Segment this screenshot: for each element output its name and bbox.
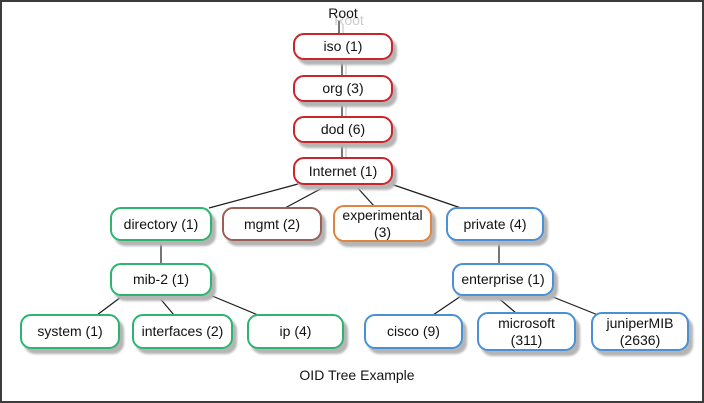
node-internet-label: Internet (1) <box>308 162 378 179</box>
node-microsoft: microsoft (311) <box>477 312 576 351</box>
node-experimental-label: experimental (3) <box>342 207 423 240</box>
node-interfaces-label: interfaces (2) <box>141 323 224 340</box>
node-dod-label: dod (6) <box>320 121 366 138</box>
root-label-shadow: Root <box>334 12 364 28</box>
node-junipermib: juniperMIB (2636) <box>591 312 689 351</box>
node-directory-label: directory (1) <box>123 215 199 232</box>
node-mgmt: mgmt (2) <box>222 207 322 241</box>
root-label: Root <box>328 5 358 21</box>
node-org: org (3) <box>293 75 393 102</box>
node-mib2: mib-2 (1) <box>110 263 212 296</box>
node-iso-label: iso (1) <box>323 38 363 55</box>
node-directory: directory (1) <box>110 207 212 241</box>
node-ip-label: ip (4) <box>279 323 312 340</box>
node-mgmt-label: mgmt (2) <box>244 215 300 232</box>
node-cisco: cisco (9) <box>364 314 463 349</box>
node-system: system (1) <box>20 314 120 349</box>
node-enterprise-label: enterprise (1) <box>461 271 545 288</box>
node-private-label: private (4) <box>463 215 527 232</box>
node-internet: Internet (1) <box>293 157 393 185</box>
node-mib2-label: mib-2 (1) <box>132 271 189 288</box>
node-cisco-label: cisco (9) <box>387 323 440 340</box>
node-experimental: experimental (3) <box>333 205 432 242</box>
node-junipermib-label: juniperMIB (2636) <box>606 315 674 348</box>
node-system-label: system (1) <box>37 323 103 340</box>
node-private: private (4) <box>446 207 544 241</box>
node-dod: dod (6) <box>293 116 393 143</box>
node-iso: iso (1) <box>293 33 393 60</box>
node-microsoft-label: microsoft (311) <box>498 315 555 348</box>
node-ip: ip (4) <box>247 314 344 349</box>
node-org-label: org (3) <box>322 80 364 97</box>
node-interfaces: interfaces (2) <box>132 314 233 349</box>
node-enterprise: enterprise (1) <box>452 263 554 296</box>
diagram-caption: OID Tree Example <box>299 367 415 383</box>
